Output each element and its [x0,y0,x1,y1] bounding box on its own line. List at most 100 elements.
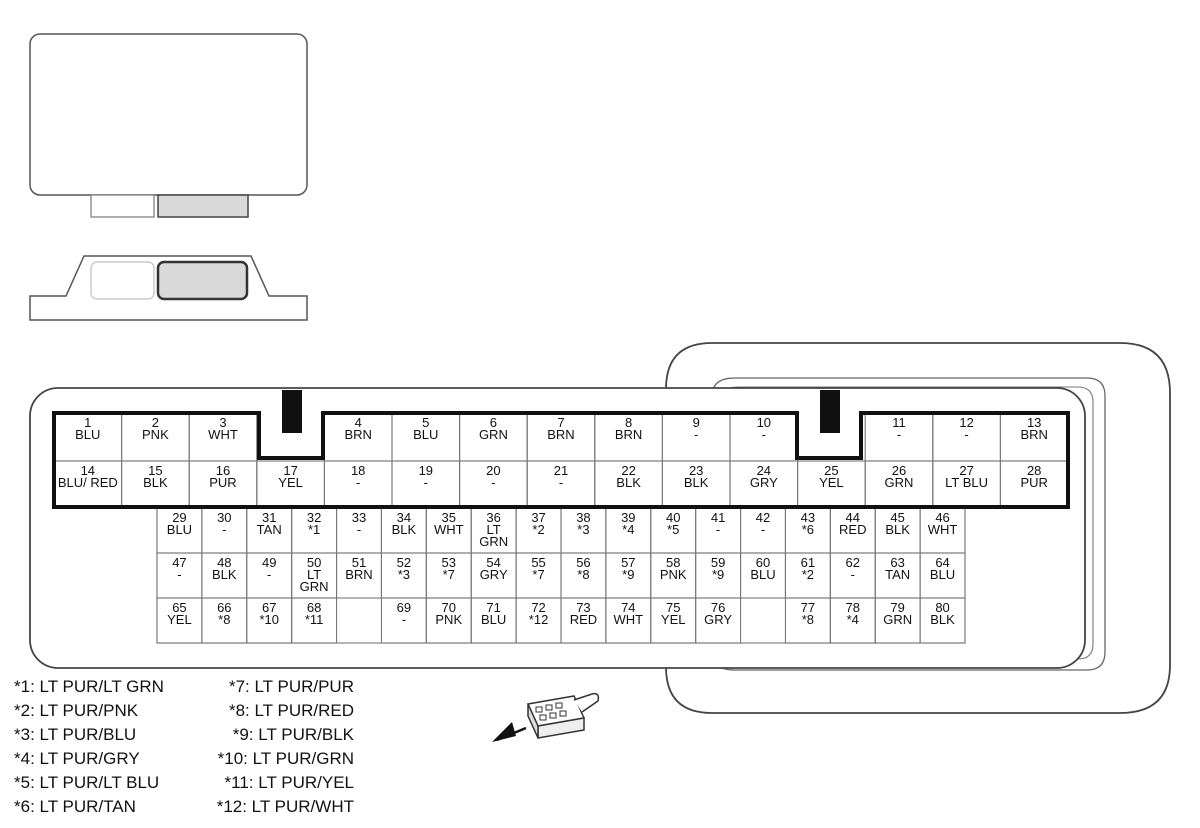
pin-wire-color: *5 [667,522,680,537]
pin-wire-color: LT GRN [299,567,329,594]
pin-wire-color: PUR [1020,475,1048,490]
pin-cell: 72*12 [516,598,561,643]
pin-number: 4 [354,415,362,430]
pin-number: 45 [890,510,905,525]
ecu-side-slot-right [156,260,249,301]
pin-number: 64 [935,555,950,570]
legend-item: *7: LT PUR/PUR [228,677,354,696]
pin-wire-color: *8 [577,567,590,582]
pin-number: 2 [151,415,159,430]
legend-item: *8: LT PUR/RED [228,701,354,720]
pin-wire-color: BRN [1020,427,1048,442]
pin-wire-color: *1 [307,522,321,537]
pin-cell: 38*3 [561,508,606,553]
pin-cell: 62- [830,553,875,598]
pin-cell: 11- [865,413,933,461]
pin-wire-color: WHT [208,427,238,442]
pin-wire-color: BLK [212,567,237,582]
pin-wire-color: BRN [345,567,373,582]
pin-wire-color: *9 [711,567,725,582]
pin-wire-color: WHT [613,612,644,627]
legend-item: *9: LT PUR/BLK [232,725,354,744]
pin-cell: 61*2 [785,553,830,598]
pin-wire-color: - [694,427,699,442]
pin-cell: 12- [933,413,1001,461]
pin-number: 28 [1026,463,1042,478]
pin-cell: 41- [696,508,741,553]
pin-cell: 18- [324,461,392,507]
pin-number: 75 [665,600,681,615]
pin-number: 41 [710,510,726,525]
pin-number: 19 [418,463,434,478]
pin-wire-color: PNK [142,427,169,442]
pin-wire-color: LT BLU [945,475,989,490]
pin-wire-color: *3 [397,567,411,582]
pin-number: 52 [396,555,412,570]
pin-wire-color: BLK [885,522,910,537]
legend-item: *10: LT PUR/GRN [217,749,354,768]
pin-number: 15 [148,463,163,478]
pin-number: 38 [576,510,591,525]
pin-number: 68 [306,600,322,615]
pin-wire-color: BLK [391,522,417,537]
pin-wire-color: BLU [750,567,776,582]
arrow-icon [492,722,516,742]
pin-wire-color: TAN [885,567,911,582]
pin-wire-color: - [177,567,182,582]
pin-number: 72 [531,600,546,615]
pin-cell-border [291,597,338,644]
pin-number: 60 [755,555,771,570]
pin-wire-color: RED [569,612,598,627]
pin-cell: 21- [527,461,595,507]
pin-wire-color: *9 [622,567,635,582]
pin-cell: 69- [381,598,426,643]
pin-number: 55 [531,555,546,570]
pin-number: 73 [576,600,591,615]
pin-number: 23 [688,463,704,478]
pin-cell: 9- [662,413,730,461]
pin-number: 48 [217,555,232,570]
pin-wire-color: *10 [259,612,279,627]
pin-wire-color: GRY [704,612,733,627]
pin-number: 39 [621,510,636,525]
pin-wire-color: *7 [532,567,545,582]
pin-wire-color: PNK [435,612,463,627]
pin-wire-color: - [491,475,496,490]
pin-number: 61 [800,555,816,570]
pin-wire-color: BLU [929,567,956,582]
pin-wire-color: - [356,475,361,490]
pin-wire-color: PNK [659,567,687,582]
pin-wire-color: GRY [749,475,778,490]
pin-number: 65 [172,600,187,615]
pin-wire-color: YEL [660,612,686,627]
pin-wire-color: - [715,522,721,537]
legend-item: *2: LT PUR/PNK [14,701,139,720]
pin-number: 5 [422,415,430,430]
pin-number: 51 [351,555,367,570]
pin-cell: 68*11 [292,598,337,643]
pin-wire-color: - [964,427,969,442]
pin-wire-color: *8 [218,612,231,627]
pin-cell: 56*8 [561,553,606,598]
pin-cell: 33- [337,508,382,553]
pin-wire-color: *7 [442,567,455,582]
pin-number: 43 [800,510,816,525]
ecu-connector-slot-right [157,194,249,218]
pin-number: 53 [441,555,456,570]
